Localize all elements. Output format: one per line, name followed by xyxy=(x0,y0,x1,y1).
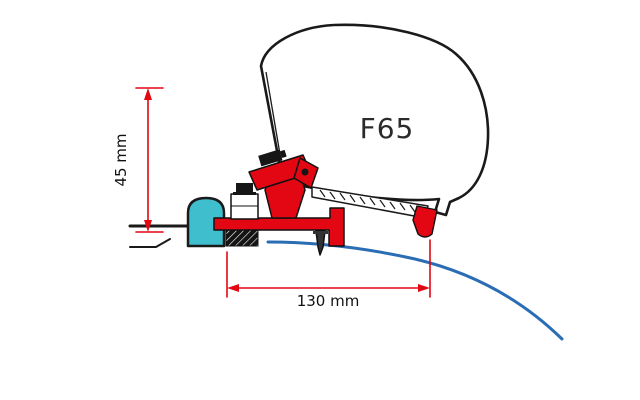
pivot-bolt xyxy=(301,168,309,176)
clamp-bolt-washer xyxy=(233,192,256,195)
vehicle-roof-lines xyxy=(128,224,194,248)
roof-inner-line xyxy=(129,238,171,248)
width-arrow-right xyxy=(418,284,430,292)
height-arrow-up xyxy=(144,88,152,100)
awning-model-label: F65 xyxy=(360,112,415,145)
lead-rail-support xyxy=(412,205,438,238)
height-arrow-down xyxy=(144,220,152,232)
height-dimension-label: 45 mm xyxy=(112,133,130,186)
vehicle-roof-curve xyxy=(266,240,564,341)
fixing-screw-washer xyxy=(313,231,328,234)
bracket-base-plate xyxy=(213,207,345,247)
top-mounting-bolt xyxy=(258,149,287,167)
adapter-bracket xyxy=(213,149,345,256)
width-dimension-label: 130 mm xyxy=(297,292,360,310)
height-dimension: 45 mm xyxy=(112,87,164,233)
width-arrow-left xyxy=(227,284,239,292)
clamp-bolt-head xyxy=(236,183,253,194)
roof-rail-cover xyxy=(186,196,226,248)
width-dimension: 130 mm xyxy=(226,239,431,310)
seal-hatch-marks xyxy=(319,189,416,213)
fixing-screw xyxy=(315,230,326,256)
